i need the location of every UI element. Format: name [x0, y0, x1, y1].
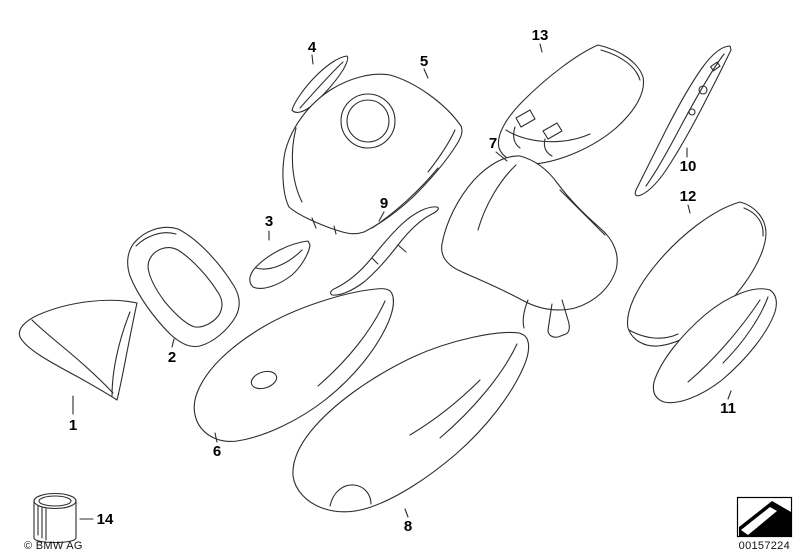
document-number: 00157224 — [738, 540, 790, 552]
part-5-fuel-tank-cover — [282, 73, 463, 235]
leader-line-11 — [727, 390, 732, 400]
leader-line-4 — [311, 54, 314, 65]
part-9-inner-bracket — [330, 206, 439, 296]
part-1-front-beak — [18, 299, 138, 401]
part-8-rear-cowl — [292, 331, 530, 513]
callout-6[interactable]: 6 — [213, 443, 221, 460]
part-12-seat-cowl — [626, 201, 767, 347]
part-6-lower-side-panel — [193, 288, 394, 442]
leader-lines — [72, 43, 732, 520]
part-3-knee-panel — [249, 240, 311, 289]
leader-line-9 — [378, 211, 385, 222]
callout-8[interactable]: 8 — [404, 518, 412, 535]
callout-10[interactable]: 10 — [680, 158, 697, 175]
leader-line-2 — [171, 338, 175, 348]
leader-line-5 — [423, 68, 429, 79]
leader-line-13 — [539, 43, 543, 53]
part-10-side-trim-strip — [634, 45, 732, 197]
callout-4[interactable]: 4 — [308, 39, 317, 56]
callout-numbers: 1 2 3 4 5 6 7 8 9 10 11 12 13 14 — [69, 27, 736, 535]
part-2-trim-frame — [127, 226, 240, 348]
callout-3[interactable]: 3 — [265, 213, 273, 230]
part-7-side-fairing — [441, 155, 618, 338]
leader-line-7 — [495, 151, 508, 162]
callout-12[interactable]: 12 — [680, 188, 697, 205]
part-11-tail-panel — [652, 288, 777, 404]
leader-line-8 — [404, 508, 409, 518]
callout-9[interactable]: 9 — [380, 195, 388, 212]
part-13-seat — [497, 44, 645, 165]
callout-5[interactable]: 5 — [420, 53, 428, 70]
copyright-notice: © BMW AG — [24, 540, 83, 552]
callout-13[interactable]: 13 — [532, 27, 549, 44]
callout-1[interactable]: 1 — [69, 417, 77, 434]
part-14-paint-can — [33, 492, 77, 544]
callout-7[interactable]: 7 — [489, 135, 497, 152]
callout-14[interactable]: 14 — [97, 511, 114, 528]
part-4-upper-trim-strip — [291, 55, 349, 113]
leader-line-6 — [214, 432, 218, 443]
callout-11[interactable]: 11 — [720, 400, 736, 417]
callout-2[interactable]: 2 — [168, 349, 176, 366]
leader-line-12 — [687, 204, 691, 214]
black-wedge-arrow-icon — [736, 496, 793, 538]
